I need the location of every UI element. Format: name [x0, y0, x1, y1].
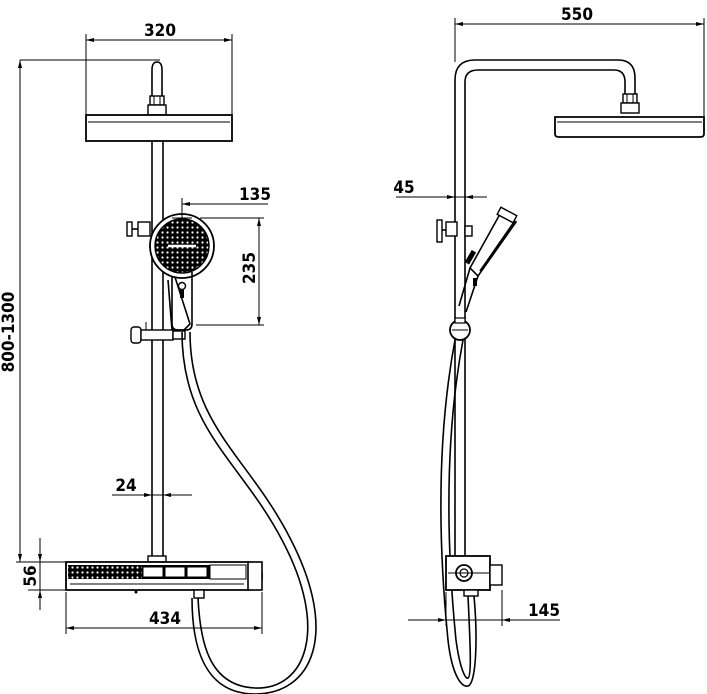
dim-label-800-1300: 800-1300: [0, 292, 19, 373]
dim-pipe-offset: 45: [393, 178, 487, 199]
dim-head-width: 320: [85, 21, 233, 120]
dim-label-45: 45: [393, 178, 414, 198]
side-head-connector: [620, 93, 640, 114]
front-view: 320 800-1300: [0, 21, 317, 694]
dim-label-56: 56: [21, 565, 41, 586]
dim-label-434: 434: [149, 609, 181, 629]
dim-label-550: 550: [561, 5, 593, 25]
rain-shower-head: [85, 114, 233, 142]
side-rain-head: [554, 116, 705, 138]
side-hose: [440, 339, 477, 687]
shower-hose: [181, 331, 317, 694]
side-riser-arm: [454, 59, 636, 556]
thermostatic-shelf: [65, 555, 263, 599]
dim-pipe-diameter: 24: [112, 476, 192, 497]
shower-arm: [151, 61, 163, 96]
dim-label-320: 320: [144, 21, 176, 41]
side-thermostatic-shelf: [445, 555, 503, 597]
slide-holder: [130, 322, 186, 344]
dim-label-135: 135: [239, 185, 271, 205]
side-handheld-shower: [458, 206, 518, 313]
side-handset-bracket: [436, 219, 473, 243]
dim-label-145: 145: [528, 601, 560, 621]
riser-pipe: [151, 141, 164, 556]
side-slide-holder: [449, 317, 471, 341]
side-view: 550 45: [393, 5, 705, 687]
handheld-shower: [149, 213, 215, 331]
head-connector: [147, 95, 167, 116]
dim-handset-height: 235: [196, 217, 264, 326]
dim-label-24: 24: [115, 476, 136, 496]
dim-shelf-depth: 145: [408, 590, 560, 626]
dim-shelf-width: 434: [65, 592, 263, 634]
dim-arm-reach: 550: [454, 5, 705, 118]
dim-handset-width: 135: [181, 185, 271, 218]
dim-shelf-height: 56: [21, 538, 66, 610]
dim-label-235: 235: [240, 252, 260, 284]
